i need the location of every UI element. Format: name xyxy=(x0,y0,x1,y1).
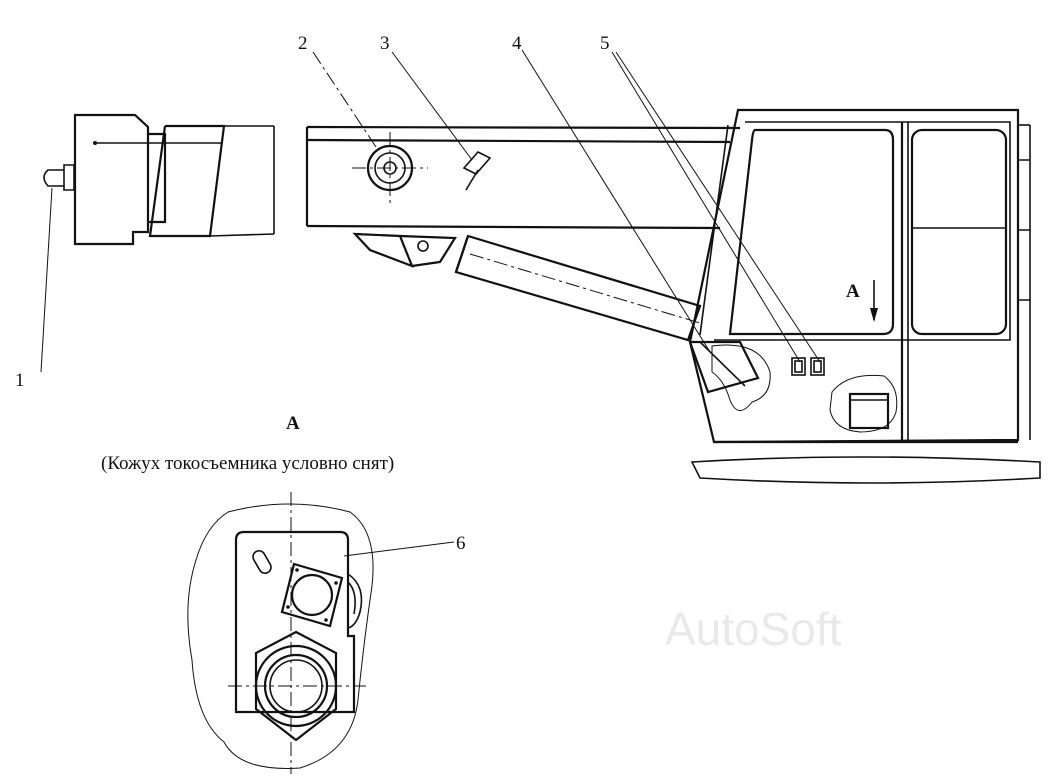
boom-main-section xyxy=(305,125,741,230)
callout-3: 3 xyxy=(380,33,390,54)
callout-5: 5 xyxy=(600,33,610,54)
boom-hydraulic-cylinder xyxy=(352,232,702,342)
view-arrow-label: A xyxy=(846,281,860,302)
leader-lines xyxy=(40,49,821,557)
view-a-detail xyxy=(187,492,374,774)
crane-cab xyxy=(688,108,1041,484)
callout-4: 4 xyxy=(512,33,522,54)
callout-6: 6 xyxy=(456,533,466,554)
watermark: AutoSoft xyxy=(665,603,842,655)
callout-1: 1 xyxy=(15,370,25,391)
callout-2: 2 xyxy=(298,33,308,54)
view-a-caption: (Кожух токосъемника условно снят) xyxy=(101,453,394,474)
boom-head-section xyxy=(43,113,275,246)
view-a-title: A xyxy=(286,413,300,434)
